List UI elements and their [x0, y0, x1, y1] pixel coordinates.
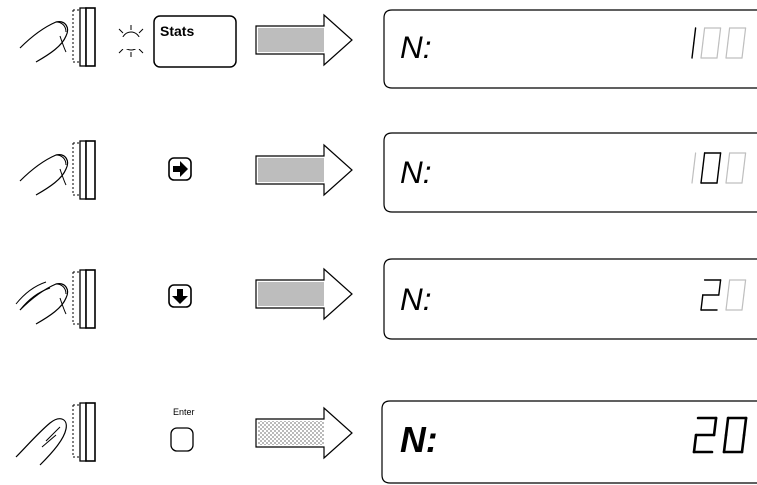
step-3 [15, 258, 757, 340]
lcd-label: N: [400, 420, 438, 460]
step-1: Stats [19, 7, 757, 89]
lcd-digit [725, 279, 747, 311]
lcd-label: N: [400, 29, 432, 65]
lcd-digit [722, 416, 748, 454]
lcd-readout: N: [400, 152, 747, 190]
finger-press-icon [19, 7, 96, 67]
lcd-digit [692, 416, 718, 454]
lcd-digit [700, 279, 722, 311]
arrow-solid [255, 14, 353, 66]
lcd-digit [691, 27, 697, 59]
arrow-solid [255, 144, 353, 196]
lcd-digit [725, 27, 747, 59]
lcd-digit [700, 152, 722, 184]
lcd-display [381, 400, 757, 484]
down-arrow-key-icon[interactable] [168, 284, 192, 308]
lcd-readout: N: [400, 416, 748, 460]
lcd-display [383, 258, 757, 340]
lcd-digit [700, 27, 722, 59]
repeated-press-icon [15, 269, 96, 329]
right-arrow-key-icon[interactable] [168, 157, 192, 181]
lcd-display [383, 9, 757, 89]
lcd-label: N: [400, 281, 432, 317]
finger-press-icon [15, 402, 96, 466]
lcd-label: N: [400, 154, 432, 190]
arrow-solid [255, 268, 353, 320]
arrow-dotted [255, 407, 353, 459]
finger-press-icon [19, 140, 96, 200]
lcd-digit [725, 152, 747, 184]
stats-key-label: Stats [160, 23, 194, 39]
lcd-display [383, 132, 757, 213]
lcd-readout: N: [400, 279, 747, 317]
sunburst-press-icon [111, 25, 151, 57]
stats-key[interactable]: Stats [153, 15, 237, 68]
lcd-digit [691, 152, 697, 184]
step-4: Enter [15, 400, 757, 484]
lcd-readout: N: [400, 27, 747, 65]
step-2 [19, 132, 757, 213]
enter-key-label: Enter [173, 407, 195, 417]
enter-key[interactable]: Enter [170, 407, 195, 452]
